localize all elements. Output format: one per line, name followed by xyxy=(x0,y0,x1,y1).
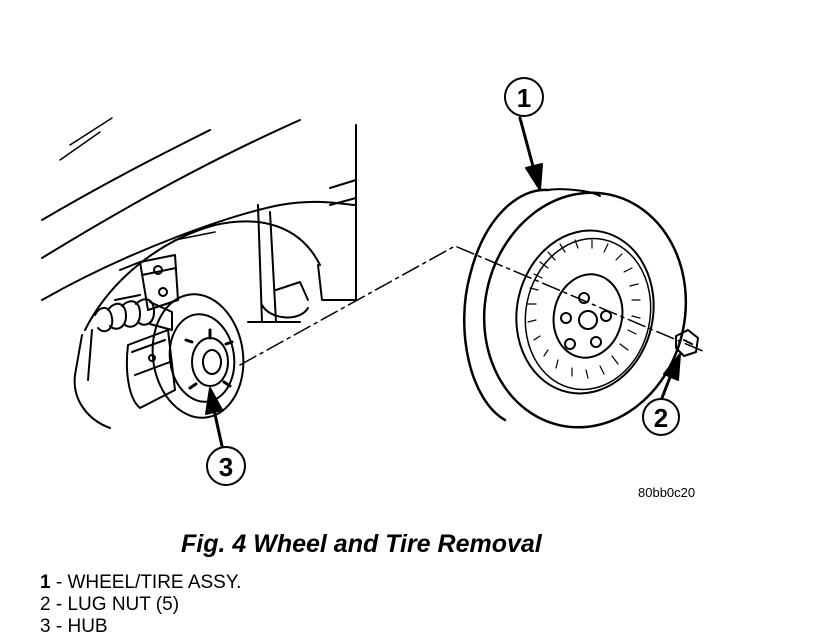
legend-item: 1 - WHEEL/TIRE ASSY. xyxy=(40,572,241,594)
cv-boot xyxy=(94,298,173,333)
brake-caliper xyxy=(125,329,176,409)
legend-item: 3 - HUB xyxy=(40,616,241,638)
vehicle-fender xyxy=(41,117,357,429)
callout-2: 2 xyxy=(642,353,681,436)
hub xyxy=(184,328,234,390)
strut-assembly xyxy=(114,254,179,311)
brake-rotor xyxy=(151,293,245,419)
callout-1-number: 1 xyxy=(517,83,531,113)
callout-2-number: 2 xyxy=(654,403,668,433)
callout-3: 3 xyxy=(205,387,246,486)
legend-label: LUG NUT (5) xyxy=(67,594,180,615)
wheel-tire-assembly xyxy=(463,188,688,429)
legend-separator: - xyxy=(50,572,68,593)
legend: 1 - WHEEL/TIRE ASSY. 2 - LUG NUT (5) 3 -… xyxy=(40,572,241,638)
lug-nut xyxy=(675,329,699,357)
legend-label: HUB xyxy=(67,616,108,637)
legend-separator: - xyxy=(50,594,68,615)
figure-caption: Fig. 4 Wheel and Tire Removal xyxy=(181,530,542,558)
callout-1: 1 xyxy=(504,77,544,191)
wheel-removal-illustration: 1 2 3 80bb0c20 xyxy=(41,77,706,500)
image-code: 80bb0c20 xyxy=(638,485,695,500)
legend-number: 2 xyxy=(40,594,51,615)
legend-number: 3 xyxy=(40,616,51,637)
legend-number: 1 xyxy=(40,572,51,593)
legend-separator: - xyxy=(50,616,68,637)
callout-3-number: 3 xyxy=(219,452,233,482)
legend-label: WHEEL/TIRE ASSY. xyxy=(67,572,242,593)
legend-item: 2 - LUG NUT (5) xyxy=(40,594,241,616)
